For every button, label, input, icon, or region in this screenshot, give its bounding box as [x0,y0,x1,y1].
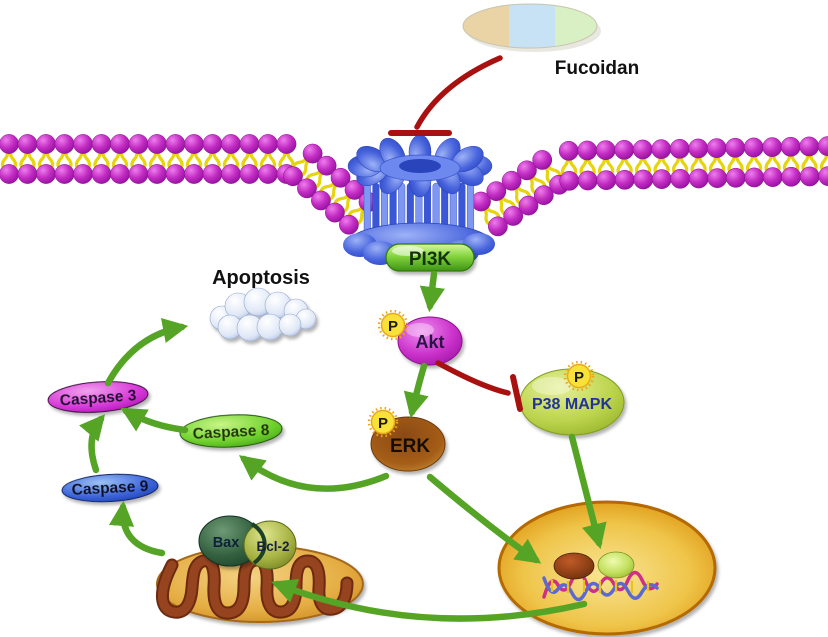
akt-phosphate-badge: P [377,309,409,341]
phosphate-label: P [388,318,398,335]
caspase8-node: Caspase 8 [179,414,283,448]
arrow-akt-to-erk [403,362,429,419]
akt-node: Akt [397,316,463,366]
bcl2-node: Bcl-2 [243,520,297,570]
caspase8-label: Caspase 8 [192,422,270,443]
fucoidan-label: Fucoidan [555,58,639,79]
inhibitor-akt-to-p38 [435,360,511,396]
bax-label: Bax [213,535,240,551]
arrow-p38-to-nucleus [568,433,607,550]
arrow-erk-to-nucleus [426,473,542,564]
phosphate-label: P [574,369,584,386]
bax-bcl2-notch [250,522,267,565]
arrow-caspase9-to-caspase3 [79,414,106,474]
activation-arrows [79,270,607,622]
inhibitor-bar-p38 [510,374,523,412]
apoptosis-node: Apoptosis [209,267,317,342]
fucoidan-node: Fucoidan [462,3,639,79]
p38-label: P38 MAPK [532,396,612,413]
caspase9-node: Caspase 9 [61,473,159,503]
phosphate-label: P [378,415,388,432]
caspase3-node: Caspase 3 [47,381,149,413]
erk-phosphate-badge: P [367,406,399,438]
akt-label: Akt [415,332,444,352]
caspase3-label: Caspase 3 [59,387,137,409]
apoptosis-cloud [209,287,317,342]
p38-mapk-node: P38 MAPK [519,368,625,436]
arrow-mitochondria-to-caspase9 [108,500,166,557]
nuclear-erk-blob [553,552,595,580]
arrow-nucleus-to-mitochondria [271,578,588,622]
arrow-erk-to-caspase8 [238,455,390,492]
nucleus [497,500,717,636]
dna-helix [542,570,659,602]
apoptosis-label: Apoptosis [212,267,310,289]
arrow-pi3k-to-akt [419,270,445,313]
mitochondria: Bax Bcl-2 [156,515,364,623]
lipid-heads [0,134,828,237]
inhibitor-fucoidan-to-receptor [414,55,503,130]
receptor-pore [399,159,441,173]
pi3k-label: PI3K [409,249,452,270]
arrow-caspase3-to-apoptosis [104,318,189,387]
cell-membrane [0,134,828,237]
nuclear-p38-blob [597,551,635,579]
arrow-caspase8-to-caspase3 [120,407,189,434]
erk-label: ERK [390,436,430,457]
bcl2-label: Bcl-2 [256,539,289,554]
p38-phosphate-badge: P [563,360,595,392]
caspase9-label: Caspase 9 [71,478,149,499]
inhibition-lines [388,55,523,412]
pi3k-node: PI3K [385,243,475,272]
